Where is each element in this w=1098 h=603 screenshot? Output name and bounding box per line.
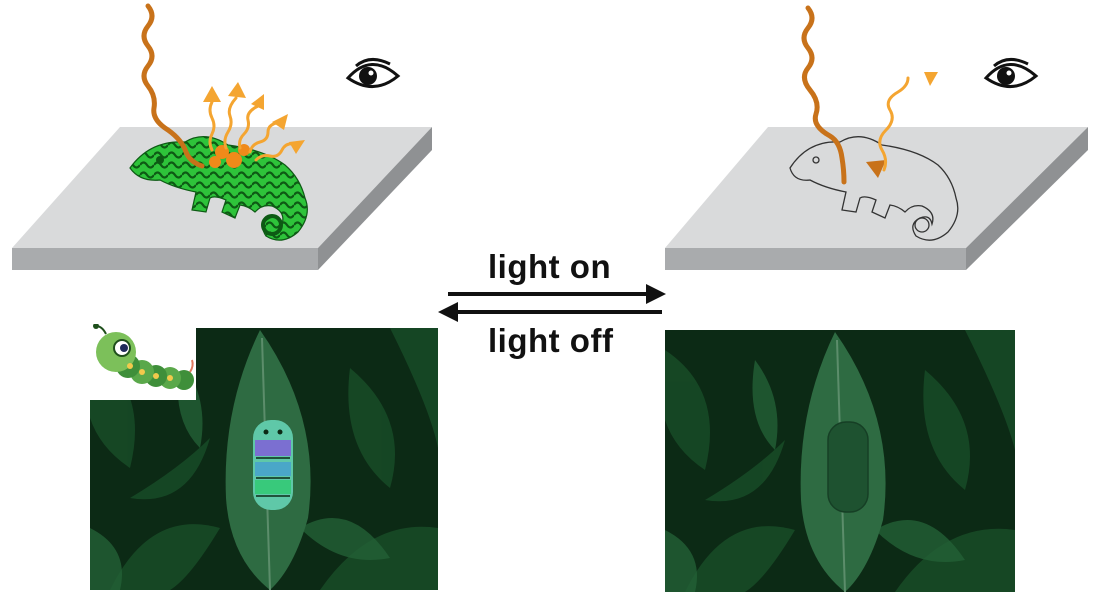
light-on-slab-illustration <box>0 0 450 290</box>
foliage-photo-light-on <box>90 328 438 590</box>
light-off-slab-illustration <box>640 0 1098 290</box>
slab-side <box>318 127 432 270</box>
slab-front <box>12 248 318 270</box>
reversible-arrows <box>430 240 680 370</box>
camouflaged-caterpillar <box>827 421 869 513</box>
light-off-label: light off <box>488 322 614 359</box>
reflected-light-ray <box>878 76 910 172</box>
incident-light-ray <box>801 5 847 185</box>
foliage-photo-light-off <box>665 330 1015 592</box>
glowing-caterpillar <box>253 420 293 510</box>
light-on-label: light on <box>488 248 612 285</box>
eye-icon <box>345 58 401 88</box>
emitted-light-rays <box>208 96 298 162</box>
slab-side <box>966 127 1088 270</box>
slab-top <box>665 127 1088 248</box>
slab-front <box>665 248 966 270</box>
caterpillar-icon <box>86 324 196 400</box>
eye-icon <box>983 58 1039 88</box>
incident-light-ray <box>141 3 205 169</box>
emission-spot <box>209 144 250 168</box>
outline-chameleon <box>789 136 959 241</box>
